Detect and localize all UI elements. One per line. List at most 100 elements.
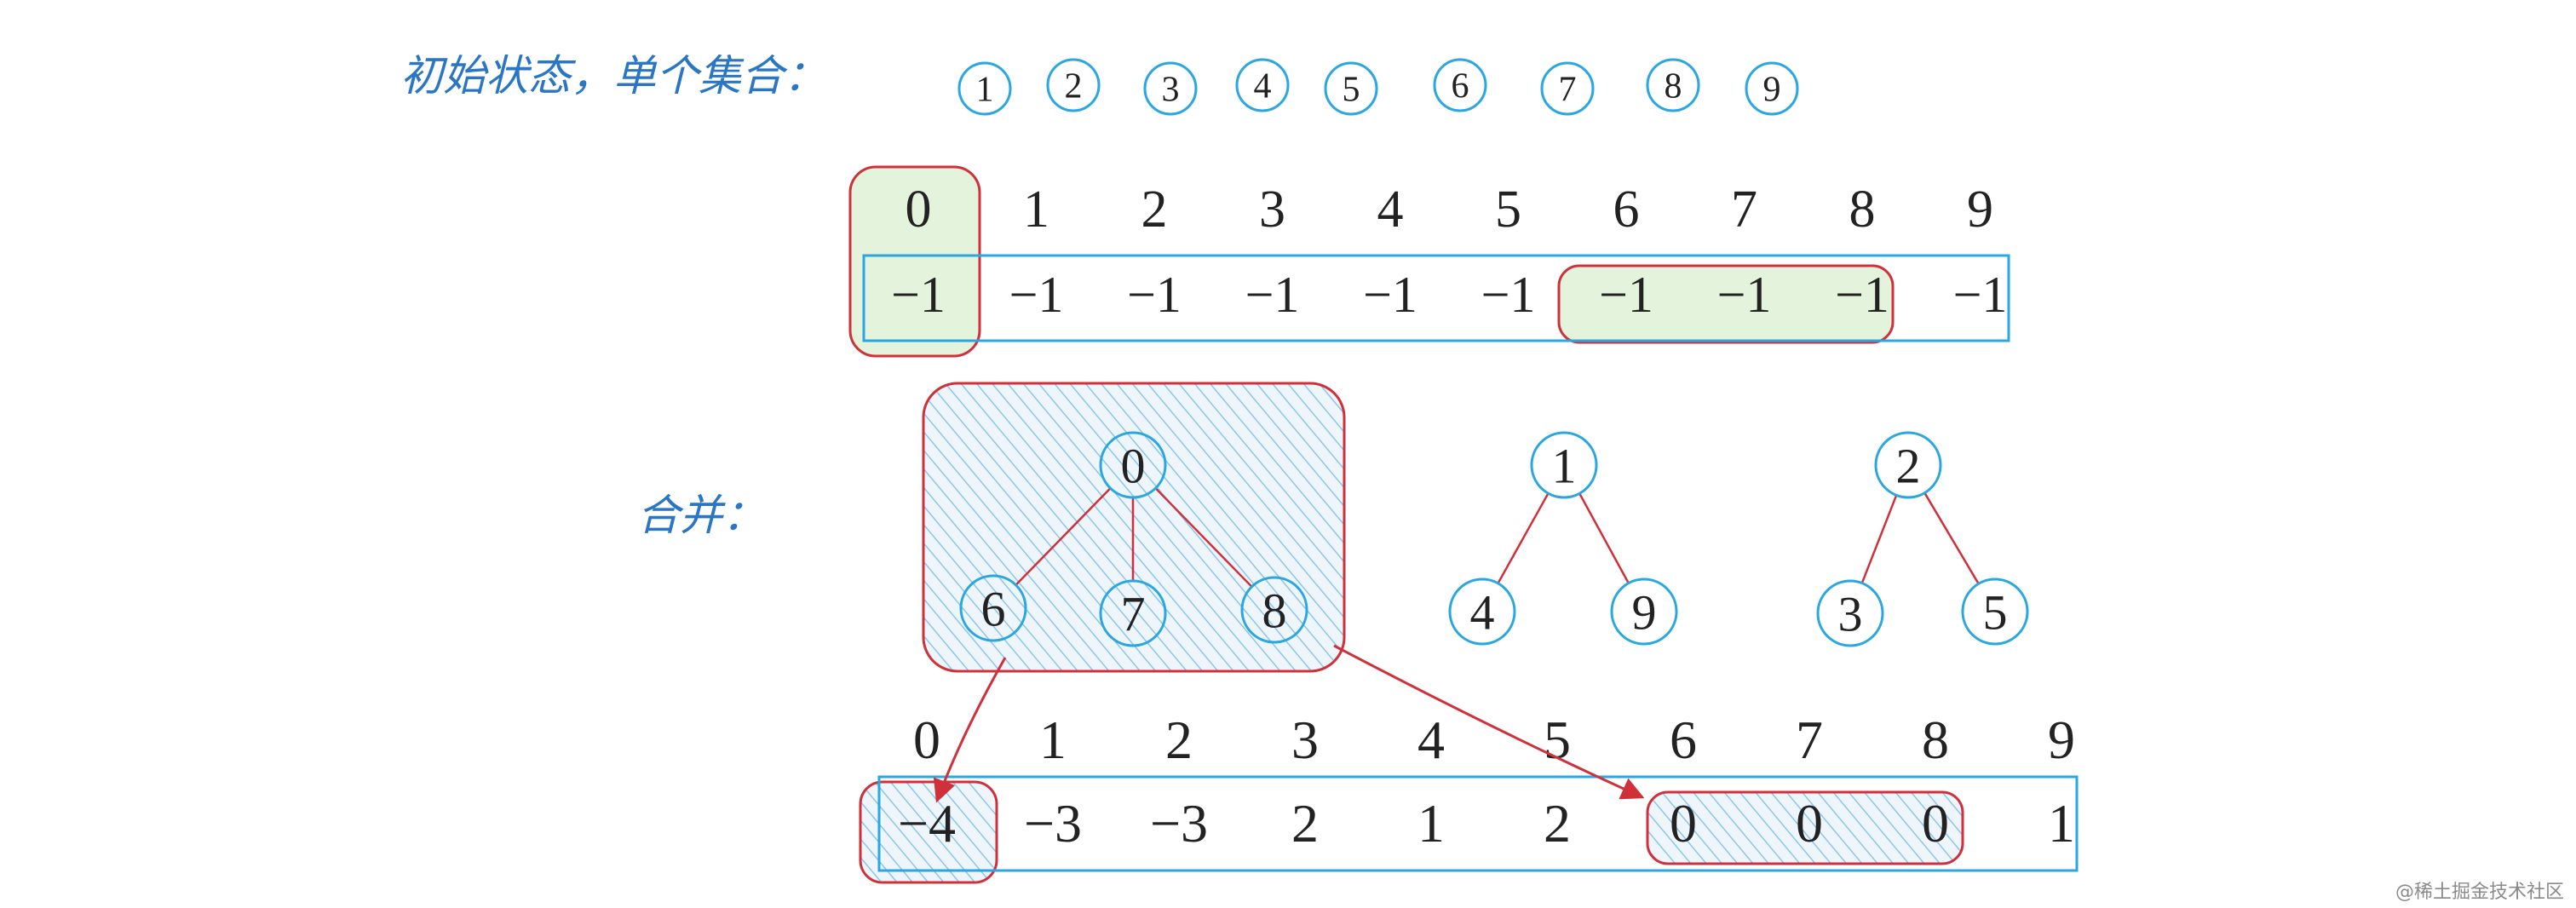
tree-node-3-label: 3 (1838, 586, 1863, 641)
tree-node-5-label: 5 (1983, 584, 2008, 640)
initial-state-label: 初始状态，单个集合： (400, 51, 826, 101)
tree-node-1-circle (1530, 431, 1598, 499)
tree-node-9-label: 9 (1632, 584, 1657, 640)
tree-node-0-circle (1099, 431, 1167, 499)
merge-label: 合并： (637, 491, 765, 540)
tree-node-7-circle (1099, 579, 1167, 647)
initial-index-0: 0 (906, 181, 932, 238)
arrow-to-children-values (1333, 644, 1645, 800)
indices-6-8-highlight (1557, 264, 1895, 344)
tree-node-6-label: 6 (981, 581, 1006, 636)
initial-index-1: 1 (1023, 181, 1049, 238)
root-value-highlight (859, 780, 998, 884)
initial-index-9: 9 (1967, 181, 1993, 238)
initial-node-2: 2 (1046, 58, 1101, 112)
tree-node-0: 0 (1099, 431, 1167, 499)
edge-2-3 (1860, 494, 1898, 584)
merged-value-7: 0 (1796, 793, 1823, 853)
tree-node-3-circle (1816, 579, 1884, 647)
initial-index-4: 4 (1377, 181, 1404, 238)
edge-2-5 (1923, 492, 1980, 584)
initial-node-7-label: 7 (1559, 71, 1577, 110)
tree-node-4: 4 (1448, 578, 1516, 646)
tree-root-2: 2 3 5 (1816, 431, 2029, 647)
tree-node-8-circle (1240, 576, 1308, 644)
tree-root-0: 0 6 7 8 (959, 431, 1308, 647)
initial-node-7-circle (1540, 61, 1595, 116)
edge-1-4 (1497, 492, 1550, 584)
initial-node-6-circle (1433, 58, 1487, 112)
initial-node-8-circle (1646, 58, 1700, 112)
initial-value-9: −1 (1953, 267, 2008, 323)
merged-value-5: 2 (1544, 793, 1571, 853)
initial-value-0: −1 (891, 267, 946, 323)
initial-value-6: −1 (1599, 267, 1653, 323)
index-zero-highlight (848, 165, 981, 358)
merged-index-4: 4 (1417, 710, 1445, 770)
merged-value-6: 0 (1670, 793, 1697, 853)
tree-node-2: 2 (1874, 431, 1942, 499)
tree-node-7: 7 (1099, 579, 1167, 647)
merged-index-3: 3 (1291, 710, 1319, 770)
initial-node-5-circle (1324, 61, 1378, 116)
initial-index-2: 2 (1141, 181, 1168, 238)
initial-array-values: −1−1−1−1−1−1−1−1−1−1 (891, 267, 2007, 323)
merged-index-9: 9 (2048, 710, 2075, 770)
merged-array-box (877, 775, 2079, 872)
merged-index-0: 0 (913, 710, 940, 770)
tree-node-5-circle (1961, 578, 2029, 646)
tree-node-3: 3 (1816, 579, 1884, 647)
tree-node-9: 9 (1610, 578, 1678, 646)
tree-node-6: 6 (959, 574, 1027, 642)
initial-node-2-label: 2 (1065, 67, 1083, 106)
tree-node-8-label: 8 (1262, 583, 1287, 638)
initial-node-9: 9 (1745, 61, 1799, 116)
tree-node-4-label: 4 (1470, 584, 1495, 640)
tree-node-0-label: 0 (1121, 438, 1146, 493)
initial-node-7: 7 (1540, 61, 1595, 116)
merged-value-8: 0 (1922, 793, 1949, 853)
initial-node-5-label: 5 (1343, 71, 1360, 110)
initial-node-3-circle (1143, 61, 1198, 116)
edge-0-8 (1154, 487, 1253, 588)
initial-node-4: 4 (1235, 58, 1290, 112)
arrow-to-root-value (933, 657, 1007, 803)
edge-1-9 (1578, 492, 1630, 584)
merged-value-3: 2 (1291, 793, 1319, 853)
tree-node-5: 5 (1961, 578, 2029, 646)
initial-node-3-label: 3 (1162, 71, 1180, 110)
children-values-highlight (1646, 790, 1964, 865)
tree-node-4-circle (1448, 578, 1516, 646)
edge-0-6 (1015, 487, 1112, 586)
initial-value-5: −1 (1481, 267, 1536, 323)
tree-node-7-label: 7 (1121, 586, 1146, 641)
initial-index-3: 3 (1259, 181, 1285, 238)
merged-index-2: 2 (1165, 710, 1193, 770)
initial-node-6: 6 (1433, 58, 1487, 112)
merged-value-2: −3 (1150, 793, 1208, 853)
initial-value-8: −1 (1835, 267, 1889, 323)
initial-value-7: −1 (1717, 267, 1772, 323)
initial-node-9-circle (1745, 61, 1799, 116)
initial-node-4-circle (1235, 58, 1290, 112)
initial-index-8: 8 (1849, 181, 1876, 238)
merged-index-1: 1 (1039, 710, 1067, 770)
tree-node-2-circle (1874, 431, 1942, 499)
tree-node-8: 8 (1240, 576, 1308, 644)
initial-node-4-label: 4 (1254, 67, 1272, 106)
initial-node-1-label: 1 (976, 71, 994, 110)
merged-value-1: −3 (1024, 793, 1082, 853)
initial-index-6: 6 (1613, 181, 1640, 238)
merged-value-4: 1 (1417, 793, 1445, 853)
initial-node-8: 8 (1646, 58, 1700, 112)
initial-value-3: −1 (1245, 267, 1300, 323)
merged-index-5: 5 (1544, 710, 1571, 770)
